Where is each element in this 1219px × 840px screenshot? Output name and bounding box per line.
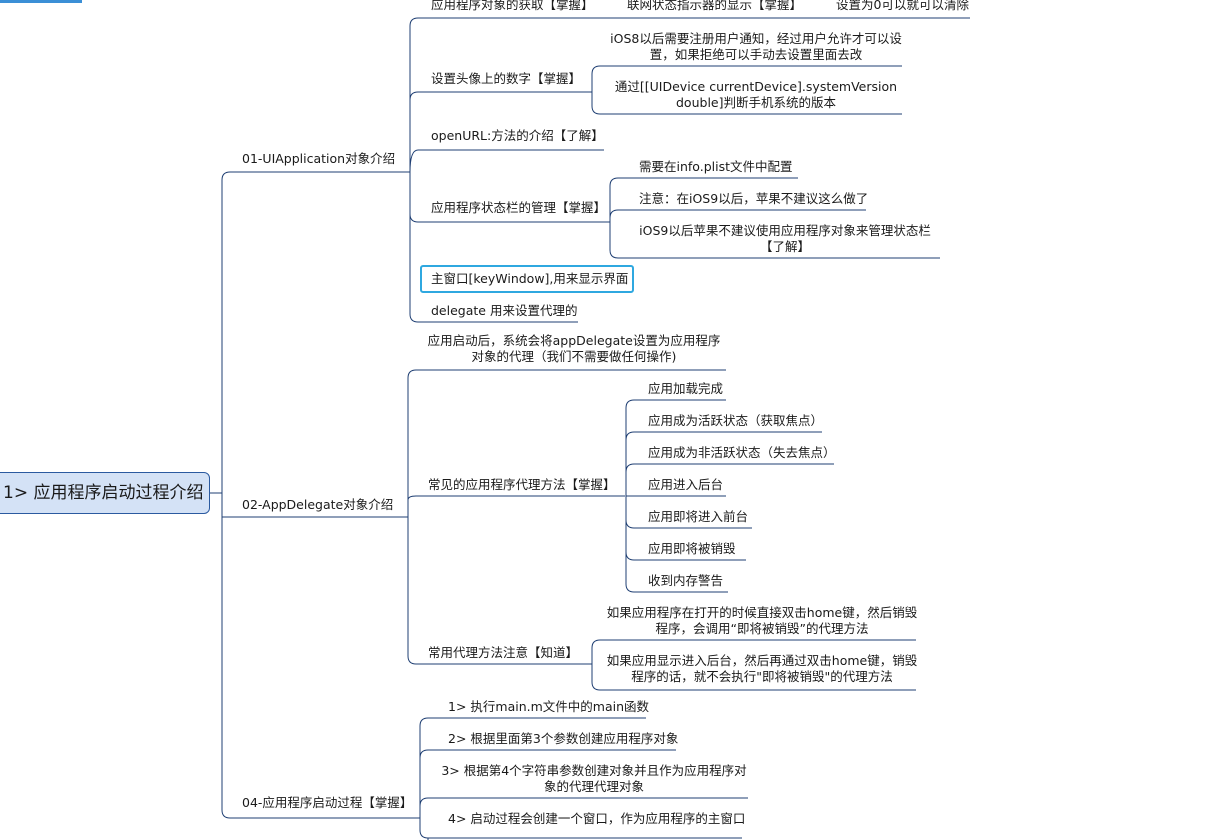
topic-delegate-notes[interactable]: 常用代理方法注意【知道】 — [428, 645, 579, 660]
method-did-enter-background[interactable]: 应用进入后台 — [648, 477, 724, 492]
step-create-delegate[interactable]: 3> 根据第4个字符串参数创建对象并且作为应用程序对象的代理代理对象 — [441, 763, 747, 794]
subtopic-info-plist[interactable]: 需要在info.plist文件中配置 — [639, 159, 793, 174]
subtopic-ios9-statusbar[interactable]: iOS9以后苹果不建议使用应用程序对象来管理状态栏【了解】 — [639, 223, 931, 254]
topic-badge-number[interactable]: 设置头像上的数字【掌握】 — [431, 71, 582, 86]
step-create-app-object[interactable]: 2> 根据里面第3个参数创建应用程序对象 — [448, 731, 679, 746]
method-will-enter-foreground[interactable]: 应用即将进入前台 — [648, 509, 749, 524]
branch-uiapplication[interactable]: 01-UIApplication对象介绍 — [242, 151, 396, 166]
method-memory-warning[interactable]: 收到内存警告 — [648, 573, 724, 588]
topic-app-delegate-set[interactable]: 应用启动后，系统会将appDelegate设置为应用程序对象的代理（我们不需要做… — [427, 333, 721, 364]
method-did-finish-launching[interactable]: 应用加载完成 — [648, 381, 724, 396]
subtopic-ios9-note[interactable]: 注意：在iOS9以后，苹果不建议这么做了 — [639, 191, 869, 206]
topic-network-indicator[interactable]: 联网状态指示器的显示【掌握】 — [627, 0, 803, 12]
step-main-function[interactable]: 1> 执行main.m文件中的main函数 — [448, 699, 650, 714]
topic-app-object[interactable]: 应用程序对象的获取【掌握】 — [431, 0, 594, 12]
method-did-become-active[interactable]: 应用成为活跃状态（获取焦点） — [648, 413, 824, 428]
method-will-terminate[interactable]: 应用即将被销毁 — [648, 541, 736, 556]
branch-appdelegate[interactable]: 02-AppDelegate对象介绍 — [242, 497, 394, 512]
topic-keywindow[interactable]: 主窗口[keyWindow],用来显示界面 — [431, 271, 629, 286]
topic-set-zero[interactable]: 设置为0可以就可以清除 — [836, 0, 969, 12]
top-progress-bar — [0, 0, 82, 3]
subtopic-system-version[interactable]: 通过[[UIDevice currentDevice].systemVersio… — [614, 79, 898, 110]
topic-common-delegate-methods[interactable]: 常见的应用程序代理方法【掌握】 — [428, 477, 616, 492]
subtopic-ios8-notification[interactable]: iOS8以后需要注册用户通知，经过用户允许才可以设置，如果拒绝可以手动去设置里面… — [610, 31, 902, 62]
method-will-resign-active[interactable]: 应用成为非活跃状态（失去焦点） — [648, 445, 836, 460]
selection-highlight — [420, 265, 634, 293]
topic-openurl[interactable]: openURL:方法的介绍【了解】 — [431, 128, 604, 143]
note-double-click-home[interactable]: 如果应用程序在打开的时候直接双击home键，然后销毁程序，会调用“即将被销毁”的… — [606, 605, 918, 636]
branch-launch-process[interactable]: 04-应用程序启动过程【掌握】 — [242, 795, 413, 810]
root-topic[interactable]: 1> 应用程序启动过程介绍 — [0, 472, 210, 514]
topic-statusbar[interactable]: 应用程序状态栏的管理【掌握】 — [431, 200, 607, 215]
step-create-window[interactable]: 4> 启动过程会创建一个窗口，作为应用程序的主窗口 — [448, 811, 746, 826]
note-background-then-kill[interactable]: 如果应用显示进入后台，然后再通过双击home键，销毁程序的话，就不会执行"即将被… — [606, 653, 918, 684]
topic-delegate[interactable]: delegate 用来设置代理的 — [431, 303, 578, 318]
